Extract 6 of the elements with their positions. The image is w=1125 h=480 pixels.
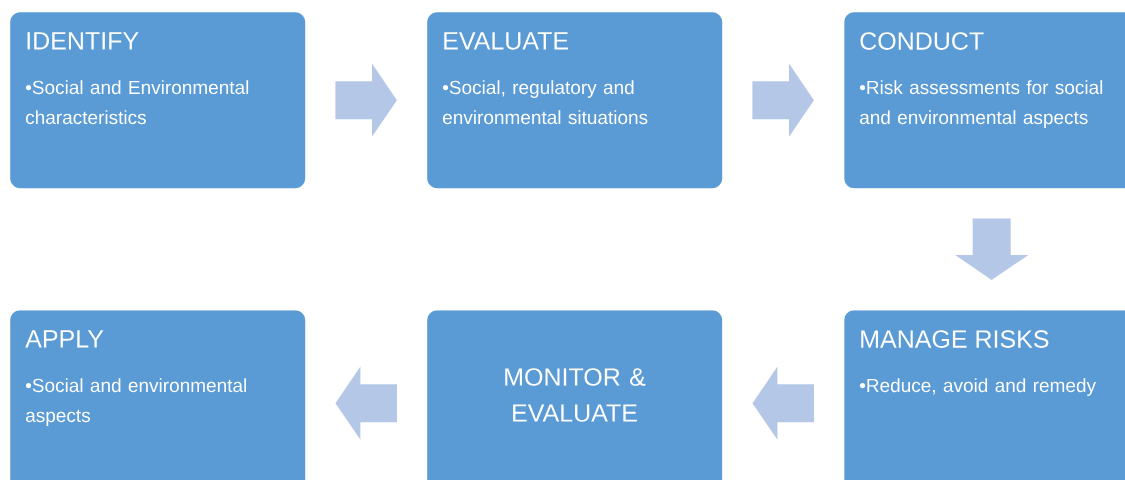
process-box: IDENTIFY •Social and Environmental characteristics — [10, 12, 306, 189]
process-box: CONDUCT •Risk assessments for social and environmental aspects — [844, 12, 1125, 189]
process-box: APPLY •Social and environmental aspects — [10, 310, 306, 480]
process-box: MANAGE RISKS •Reduce, avoid and remedy — [844, 310, 1125, 480]
process-box: MONITOR & EVALUATE — [427, 310, 723, 480]
process-box: EVALUATE •Social, regulatory and environmental situations — [427, 12, 723, 189]
